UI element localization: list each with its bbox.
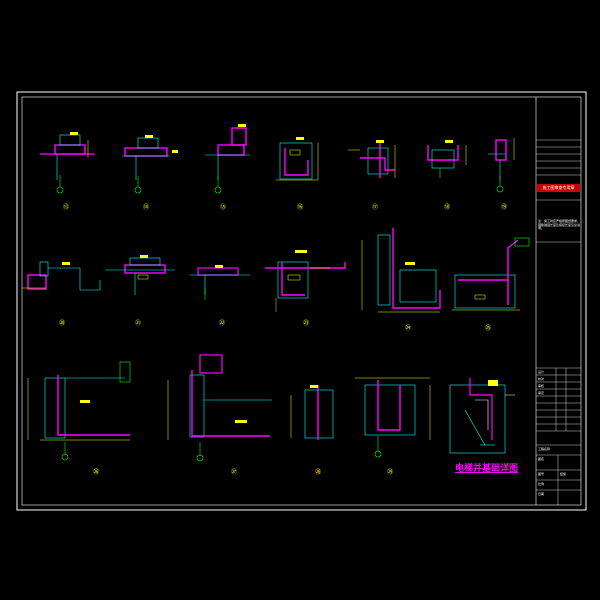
detail-label-13: ⑬ xyxy=(62,204,69,211)
detail-label-17: ⑰ xyxy=(371,204,378,211)
detail-label-16: ⑯ xyxy=(296,204,303,211)
detail-29 xyxy=(355,377,431,458)
detail-27 xyxy=(167,354,272,462)
detail-label-15: ⑮ xyxy=(219,204,226,211)
title-block-notes: 注：施工时应严格按图纸要求，钢筋锚固长度及搭接长度见总说明。 xyxy=(538,219,581,230)
detail-21 xyxy=(105,255,175,295)
detail-label-27: ㉗ xyxy=(230,469,237,476)
tb-cell-sheet: 结施 xyxy=(560,472,567,476)
detail-label-20: ⑳ xyxy=(58,320,65,327)
detail-28 xyxy=(290,385,334,440)
detail-label-24: ㉔ xyxy=(404,325,411,332)
detail-23 xyxy=(265,250,346,312)
elevator-pit-title: 电梯井基础详图 xyxy=(455,464,519,474)
tb-cell-project: 工程名称 xyxy=(538,447,551,451)
detail-16 xyxy=(276,137,319,181)
tb-cell-scale: 比例 xyxy=(538,482,545,486)
detail-24 xyxy=(361,228,441,313)
title-block-lines xyxy=(536,139,581,505)
detail-label-14: ⑭ xyxy=(142,204,149,211)
detail-label-25: ㉕ xyxy=(484,325,491,332)
detail-label-29: ㉙ xyxy=(386,469,393,476)
detail-15 xyxy=(205,124,250,194)
tb-cell-approve: 审定 xyxy=(538,391,545,395)
detail-22 xyxy=(190,265,250,300)
review-stamp: 施工图审查专用章 xyxy=(537,184,580,192)
tb-cell-check: 校对 xyxy=(538,377,545,381)
detail-17 xyxy=(348,140,396,178)
detail-18 xyxy=(427,140,467,178)
inner-frame xyxy=(21,96,582,506)
detail-label-28: ㉘ xyxy=(314,469,321,476)
tb-cell-drawing-name: 图名 xyxy=(538,457,545,461)
detail-20 xyxy=(22,261,101,291)
tb-cell-date: 日期 xyxy=(538,492,545,496)
tb-cell-design: 设计 xyxy=(538,370,545,374)
detail-label-23: ㉓ xyxy=(302,320,309,327)
detail-19 xyxy=(488,138,515,193)
tb-cell-drawing-no: 图号 xyxy=(538,472,545,476)
detail-label-26: ㉖ xyxy=(92,469,99,476)
tb-cell-review: 审核 xyxy=(538,384,545,388)
detail-13 xyxy=(40,132,95,194)
detail-26 xyxy=(27,361,131,461)
detail-label-22: ㉒ xyxy=(218,320,225,327)
detail-label-19: ⑲ xyxy=(500,204,507,211)
elevator-pit-detail xyxy=(449,378,515,454)
outer-frame xyxy=(16,91,587,511)
detail-label-18: ⑱ xyxy=(443,204,450,211)
detail-25 xyxy=(452,237,530,311)
detail-14 xyxy=(122,135,178,194)
detail-label-21: ㉑ xyxy=(134,320,141,327)
